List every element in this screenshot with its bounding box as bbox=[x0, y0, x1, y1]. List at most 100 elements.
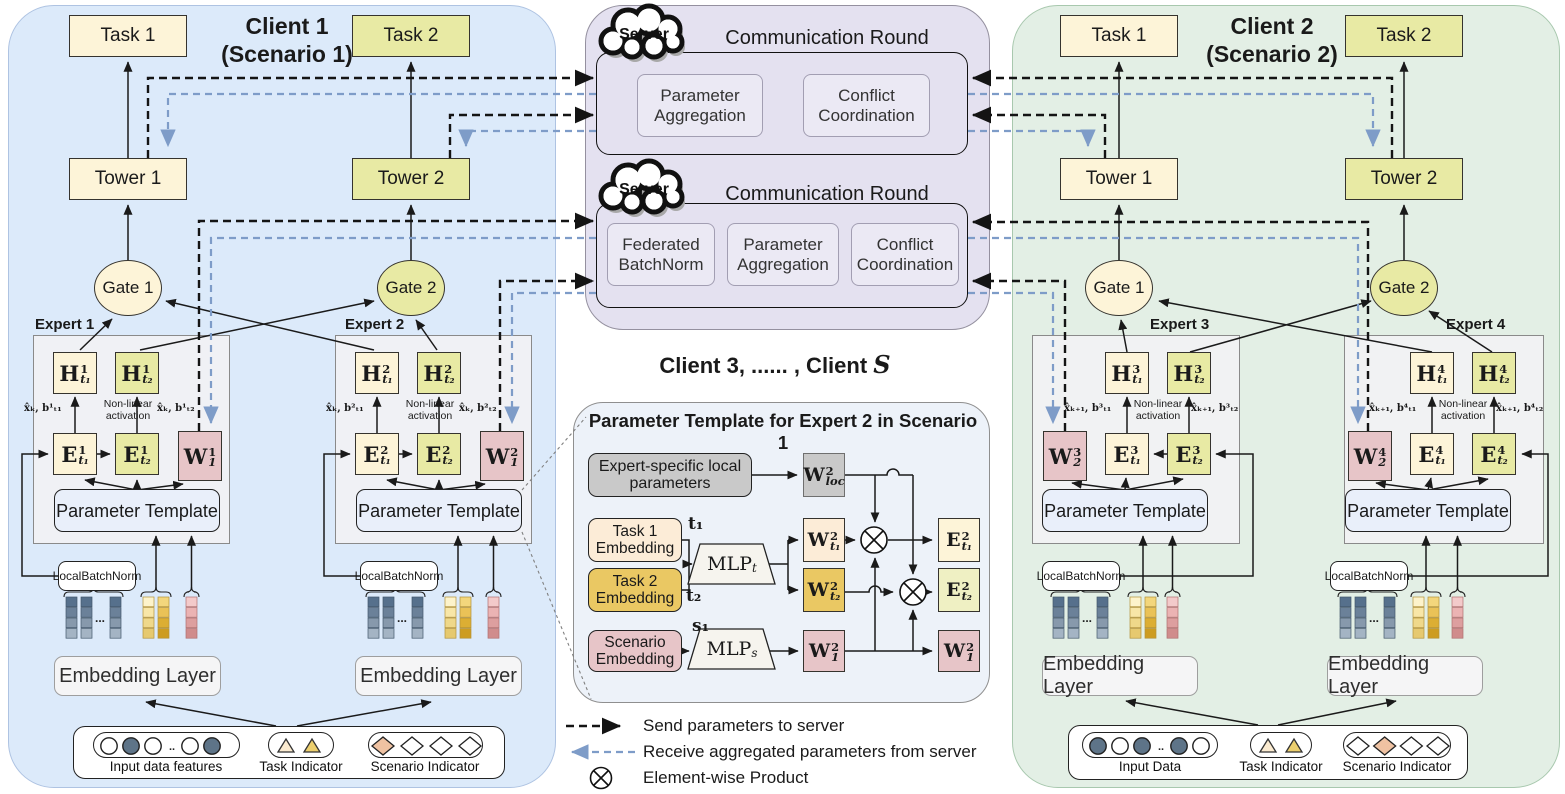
expert3-h-t1-base: H bbox=[1111, 360, 1132, 386]
input-embedding-cell bbox=[1096, 617, 1109, 629]
task-embedding-cell bbox=[1412, 596, 1425, 608]
task-embedding-cell bbox=[444, 607, 457, 618]
client2-title-line1: Client 2 bbox=[1230, 13, 1314, 39]
communication-round-2-box bbox=[596, 203, 968, 308]
client2-gate1: Gate 1 bbox=[1085, 260, 1153, 316]
client1-scenario-indicator-box bbox=[368, 732, 483, 758]
expert3-xhat-b-t2-label: x̂ₖ₊₁, b³ₜ₂ bbox=[1191, 403, 1239, 414]
client2-scenario-indicator-label: Scenario Indicator bbox=[1342, 759, 1452, 774]
expert4-e-t2-base: E bbox=[1480, 441, 1497, 467]
task-embedding-cell bbox=[459, 596, 472, 608]
expert1-w-sup: 1 bbox=[208, 445, 217, 459]
detail-w-t1-sup: 2 bbox=[829, 529, 838, 543]
scenario-diamond bbox=[457, 736, 483, 756]
task-embedding-cell bbox=[1427, 596, 1440, 608]
expert4-xhat-b-t1-label: x̂ₖ₊₁, b⁴ₜ₁ bbox=[1369, 403, 1417, 414]
client2-input-data-box: .. bbox=[1082, 732, 1218, 758]
open-feature-dot bbox=[1192, 737, 1210, 755]
column-ellipsis: ... bbox=[1082, 611, 1092, 625]
nonlinear-line1: Non-linear bbox=[405, 398, 455, 410]
nonlinear-line2: activation bbox=[1135, 410, 1181, 422]
input-embedding-cell bbox=[1339, 617, 1352, 629]
server-cloud-2-label: Server bbox=[619, 181, 669, 198]
input-embedding-cell bbox=[1052, 596, 1065, 608]
scenario-embedding-cell bbox=[1451, 617, 1464, 629]
client2-tower2: Tower 2 bbox=[1345, 158, 1463, 200]
expert1-h-t2-sup: 1 bbox=[142, 362, 151, 376]
open-feature-dot bbox=[144, 737, 162, 755]
expert3-e-t1-sup: 3 bbox=[1130, 443, 1139, 457]
expert2-xhat-b-t1-label: x̂ₖ, b²ₜ₁ bbox=[326, 403, 364, 414]
scenario-embedding-cell bbox=[185, 596, 198, 608]
input-embedding-cell bbox=[1067, 617, 1080, 629]
detail-callout-lines bbox=[521, 416, 592, 700]
client1-tower1: Tower 1 bbox=[69, 158, 187, 200]
expert1-xhat-b-t1-label: x̂ₖ, b¹ₜ₁ bbox=[24, 403, 62, 414]
expert3-h-t1-sup: 3 bbox=[1132, 362, 1141, 376]
task-embedding-cell bbox=[1427, 607, 1440, 618]
scenario-embedding-cell bbox=[487, 617, 500, 629]
client1-task2: Task 2 bbox=[352, 15, 470, 57]
client1-task1: Task 1 bbox=[69, 15, 187, 57]
task-embedding-cell bbox=[444, 617, 457, 629]
server-cloud-1-fill: Server bbox=[603, 8, 680, 55]
task-embedding-cell bbox=[1412, 628, 1425, 639]
task-embedding-cell bbox=[157, 628, 170, 639]
task-embedding-cell bbox=[444, 628, 457, 639]
detail-title: Parameter Template for Expert 2 in Scena… bbox=[588, 410, 978, 453]
input-embedding-cell bbox=[1354, 596, 1367, 608]
expert2-label: Expert 2 bbox=[345, 316, 405, 333]
expert3-e-t1-sub: t₁ bbox=[1130, 453, 1141, 467]
expert4-w-sup: 4 bbox=[1378, 445, 1387, 459]
round1-parameter-aggregation: Parameter Aggregation bbox=[637, 74, 763, 137]
legend-send-label: Send parameters to server bbox=[643, 716, 845, 735]
detail-w-t2-sup: 2 bbox=[829, 579, 838, 593]
round1-conflict-coordination: Conflict Coordination bbox=[803, 74, 930, 137]
input-embedding-cell bbox=[80, 617, 93, 629]
expert2-w-sub: 1 bbox=[510, 455, 519, 469]
nonlinear-line1: Non-linear bbox=[1133, 398, 1183, 410]
expert2-w-sup: 2 bbox=[510, 445, 519, 459]
expert4-h-t2-base: H bbox=[1478, 360, 1499, 386]
detail-w-t1-base: W bbox=[807, 528, 829, 551]
scenario-embedding-cell bbox=[1166, 607, 1179, 618]
local-batchnorm-line1: Local bbox=[354, 568, 384, 583]
expert3-e-t1-base: E bbox=[1113, 441, 1130, 467]
input-embedding-cell bbox=[1354, 607, 1367, 618]
expert4-h-t2-sup: 4 bbox=[1499, 362, 1508, 376]
task-embedding-cell bbox=[1144, 617, 1157, 629]
detail-e-t1-sup: 2 bbox=[961, 529, 970, 543]
nonlinear-line2: activation bbox=[1440, 410, 1486, 422]
expert3-embedding-layer: Embedding Layer bbox=[1042, 653, 1198, 698]
expert1-h-t1-sub: t₁ bbox=[80, 372, 91, 386]
expert1-xhat-b-t2-label: x̂ₖ, b¹ₜ₂ bbox=[157, 403, 195, 414]
legend-receive-label: Receive aggregated parameters from serve… bbox=[643, 742, 977, 761]
client1-title-line1: Client 1 bbox=[245, 13, 329, 39]
expert2-e-t1-sup: 2 bbox=[380, 443, 389, 457]
expert1-label: Expert 1 bbox=[35, 316, 95, 333]
column-ellipsis: ... bbox=[1369, 611, 1379, 625]
expert1-h-t1-base: H bbox=[59, 360, 80, 386]
input-embedding-cell bbox=[367, 628, 380, 639]
legend-product-label: Element-wise Product bbox=[643, 768, 809, 787]
scenario-embedding-cell bbox=[1451, 596, 1464, 608]
input-embedding-cell bbox=[382, 628, 395, 639]
expert4-label: Expert 4 bbox=[1446, 316, 1506, 333]
expert2-h-t2-base: H bbox=[423, 360, 444, 386]
input-embedding-cell bbox=[1354, 617, 1367, 629]
client2-title: Client 2 (Scenario 2) bbox=[1177, 12, 1367, 68]
expert3-h-t2-sup: 3 bbox=[1194, 362, 1203, 376]
detail-w-1-output-sub: 1 bbox=[966, 650, 975, 664]
task-embedding-cell bbox=[1129, 596, 1142, 608]
local-batchnorm-line2: BatchNorm bbox=[1065, 568, 1126, 583]
expert4-w-base: W bbox=[1353, 443, 1378, 469]
client1-tower2: Tower 2 bbox=[352, 158, 470, 200]
